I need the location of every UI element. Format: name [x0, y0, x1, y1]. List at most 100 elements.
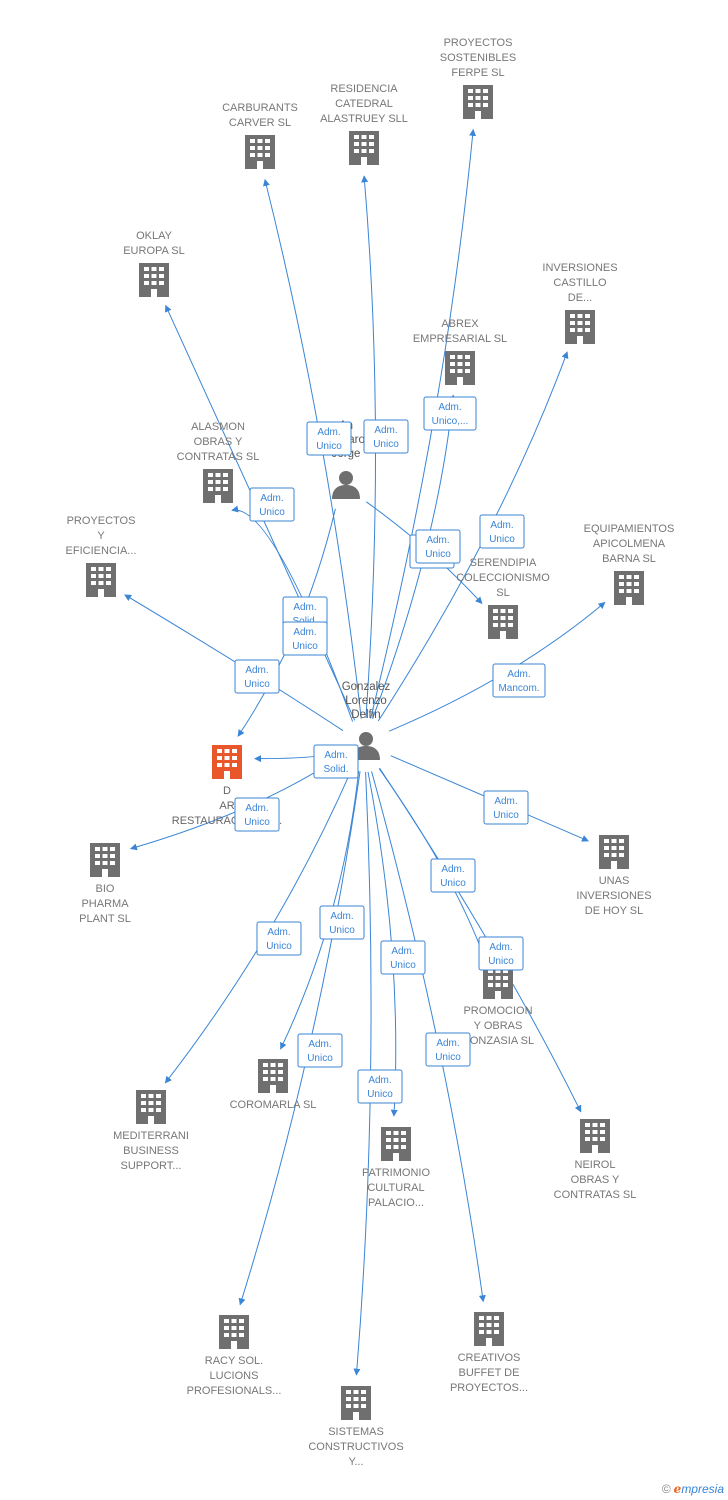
role-badge-text: Adm.Unico	[440, 864, 466, 889]
building-icon	[474, 1312, 504, 1346]
role-badge-box	[425, 1032, 471, 1067]
role-badge-box	[483, 790, 529, 825]
copyright-credit[interactable]: ©empresia	[662, 1482, 724, 1496]
role-badge[interactable]: Adm.Unico	[483, 790, 529, 825]
building-icon	[614, 571, 644, 605]
building-icon	[580, 1119, 610, 1153]
building-icon	[349, 131, 379, 165]
role-badge-text: Adm.Unico	[425, 535, 451, 560]
role-badge-box	[306, 421, 352, 456]
building-icon	[565, 310, 595, 344]
building-icon	[90, 843, 120, 877]
building-icon	[258, 1059, 288, 1093]
role-badge-text: Adm.Solid.	[323, 750, 348, 775]
role-badge-text: Adm.Unico	[329, 911, 355, 936]
role-badge-box	[492, 663, 546, 698]
building-icon	[136, 1090, 166, 1124]
building-icon	[488, 605, 518, 639]
empresia-logo-initial: e	[673, 1482, 682, 1496]
role-badge-text: Adm.Unico,...	[432, 402, 469, 427]
role-badge[interactable]: Adm.Unico	[282, 621, 328, 656]
role-badge-box	[249, 487, 295, 522]
role-badge-text: Adm.Unico	[259, 493, 285, 518]
building-icon	[203, 469, 233, 503]
building-icon	[381, 1127, 411, 1161]
role-badge-box	[479, 514, 525, 549]
role-badge-text: Adm.Unico	[488, 942, 514, 967]
role-badge[interactable]: Adm.Unico	[306, 421, 352, 456]
role-badge-text: Adm.Unico	[316, 427, 342, 452]
role-badge-box	[319, 905, 365, 940]
role-badge[interactable]: Adm.Unico	[234, 797, 280, 832]
role-badge[interactable]: Adm.Unico	[234, 659, 280, 694]
building-icon	[139, 263, 169, 297]
role-badge[interactable]: Adm.Unico	[415, 529, 461, 564]
role-badge-box	[256, 921, 302, 956]
role-badge-text: Adm.Unico	[390, 946, 416, 971]
role-badge[interactable]: Adm.Unico	[430, 858, 476, 893]
role-badge[interactable]: Adm.Unico	[319, 905, 365, 940]
role-badge[interactable]: Adm.Unico	[425, 1032, 471, 1067]
role-badge[interactable]: Adm.Unico	[256, 921, 302, 956]
building-icon	[463, 85, 493, 119]
role-badge[interactable]: Adm.Unico	[363, 419, 409, 454]
role-badge[interactable]: Adm.Unico	[478, 936, 524, 971]
role-badge[interactable]: Adm.Unico,...	[423, 396, 477, 431]
role-badge[interactable]: Adm.Unico	[357, 1069, 403, 1104]
role-badge-box	[415, 529, 461, 564]
role-badge[interactable]: Adm.Mancom.	[492, 663, 546, 698]
role-badge[interactable]: Adm.Unico	[479, 514, 525, 549]
roles-layer: Adm.UnicoAdm.UnicoAdm.Unico,...Adm.Unico…	[234, 396, 546, 1104]
role-badge[interactable]: Adm.Solid.	[313, 744, 359, 779]
role-badge[interactable]: Adm.Unico	[297, 1033, 343, 1068]
role-badge-box	[363, 419, 409, 454]
role-badge-text: Adm.Unico	[307, 1039, 333, 1064]
person-icon	[332, 471, 360, 499]
company-node[interactable]: COROMARLA SL	[230, 1059, 317, 1111]
role-badge[interactable]: Adm.Unico	[249, 487, 295, 522]
role-badge-box	[282, 621, 328, 656]
role-badge-box	[430, 858, 476, 893]
role-badge-box	[297, 1033, 343, 1068]
building-icon	[341, 1386, 371, 1420]
role-badge-box	[478, 936, 524, 971]
company-label: COROMARLA SL	[230, 1099, 317, 1111]
role-badge-box	[234, 659, 280, 694]
role-badge[interactable]: Adm.Unico	[380, 940, 426, 975]
